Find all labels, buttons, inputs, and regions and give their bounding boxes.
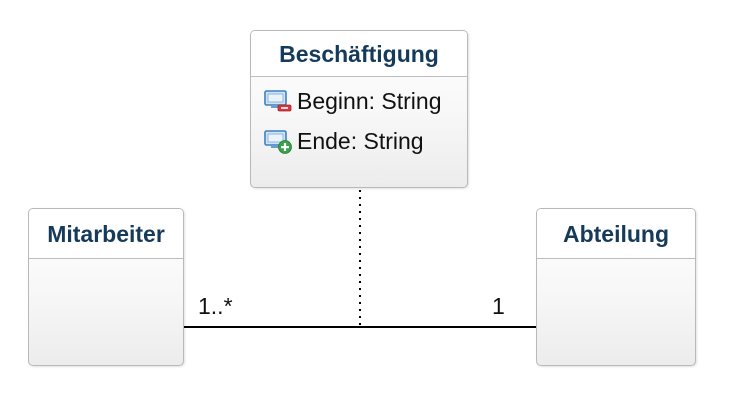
attribute-row-beginn[interactable]: Beginn: String bbox=[251, 81, 467, 121]
attribute-remove-icon bbox=[264, 90, 292, 112]
class-title-abteilung: Abteilung bbox=[537, 209, 695, 259]
multiplicity-right: 1 bbox=[492, 293, 505, 319]
class-title-beschaeftigung: Beschäftigung bbox=[251, 31, 467, 77]
attribute-compartment: Beginn: String Ende: String bbox=[251, 77, 467, 161]
attribute-label: Ende: String bbox=[297, 127, 424, 154]
class-title-mitarbeiter: Mitarbeiter bbox=[29, 209, 183, 259]
attribute-row-ende[interactable]: Ende: String bbox=[251, 121, 467, 161]
attribute-add-icon bbox=[264, 130, 292, 154]
attribute-label: Beginn: String bbox=[297, 87, 442, 114]
multiplicity-left: 1..* bbox=[198, 293, 233, 319]
class-mitarbeiter[interactable]: Mitarbeiter bbox=[28, 208, 184, 366]
association-class-beschaeftigung[interactable]: Beschäftigung Beginn: String Ende: Strin… bbox=[250, 30, 468, 188]
class-abteilung[interactable]: Abteilung bbox=[536, 208, 696, 366]
